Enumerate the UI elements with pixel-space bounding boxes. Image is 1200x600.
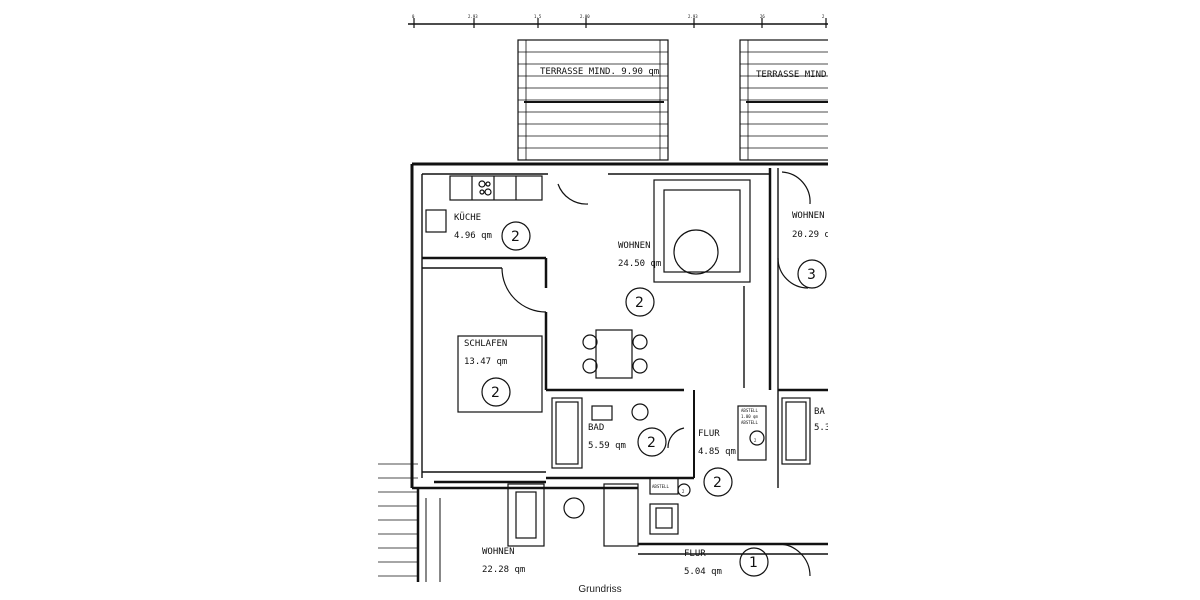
room-area: 13.47 qm xyxy=(464,357,507,367)
room-name: FLUR xyxy=(698,429,720,439)
terrace-label: TERRASSE MIND xyxy=(756,70,826,80)
dimension-label: 2 xyxy=(822,14,825,19)
room-name: WOHNEN xyxy=(618,241,651,251)
room-name: ABSTELL xyxy=(652,484,669,489)
room-name: BA xyxy=(814,407,825,417)
floor-plan: 0 2.93 1.5 2.00 2.93 26 2 TERRASSE MIND.… xyxy=(378,8,828,582)
room-name: WOHNEN xyxy=(792,211,825,221)
unit-number: 2 xyxy=(635,295,644,311)
room-name: WOHNEN xyxy=(482,547,515,557)
unit-number: 2 xyxy=(647,435,656,451)
room-area: 4.85 qm xyxy=(698,447,736,457)
dimension-label: 26 xyxy=(760,14,765,19)
unit-number: 3 xyxy=(807,267,816,283)
room-name: ABSTELL xyxy=(741,420,758,425)
room-name: BAD xyxy=(588,423,604,433)
room-area: 4.96 qm xyxy=(454,231,492,241)
room-name: FLUR xyxy=(684,549,706,559)
room-name: KÜCHE xyxy=(454,212,481,223)
unit-number: 2 xyxy=(511,229,520,245)
room-area: 5.04 qm xyxy=(684,567,722,577)
room-area: 5.59 qm xyxy=(588,441,626,451)
dimension-label: 0 xyxy=(412,14,415,19)
unit-number: 2 xyxy=(754,438,757,443)
room-area: 20.29 q xyxy=(792,230,828,240)
room-area: 1.00 qm xyxy=(741,414,758,419)
unit-number: 1 xyxy=(749,555,758,571)
room-name: ABSTELL xyxy=(741,408,758,413)
unit-number: 2 xyxy=(682,489,685,494)
floor-plan-drawing: 0 2.93 1.5 2.00 2.93 26 2 TERRASSE MIND.… xyxy=(378,14,828,582)
room-area: 24.50 qm xyxy=(618,259,661,269)
dimension-label: 2.00 xyxy=(580,14,590,19)
image-caption: Grundriss xyxy=(578,584,622,595)
unit-number: 2 xyxy=(713,475,722,491)
dimension-label: 1.5 xyxy=(534,14,542,19)
dimension-label: 2.93 xyxy=(688,14,698,19)
dimension-label: 2.93 xyxy=(468,14,478,19)
terrace-label: TERRASSE MIND. 9.90 qm xyxy=(540,67,659,77)
room-name: SCHLAFEN xyxy=(464,339,507,349)
room-area: 5.3 xyxy=(814,423,828,433)
room-area: 22.28 qm xyxy=(482,565,525,575)
unit-number: 2 xyxy=(491,385,500,401)
